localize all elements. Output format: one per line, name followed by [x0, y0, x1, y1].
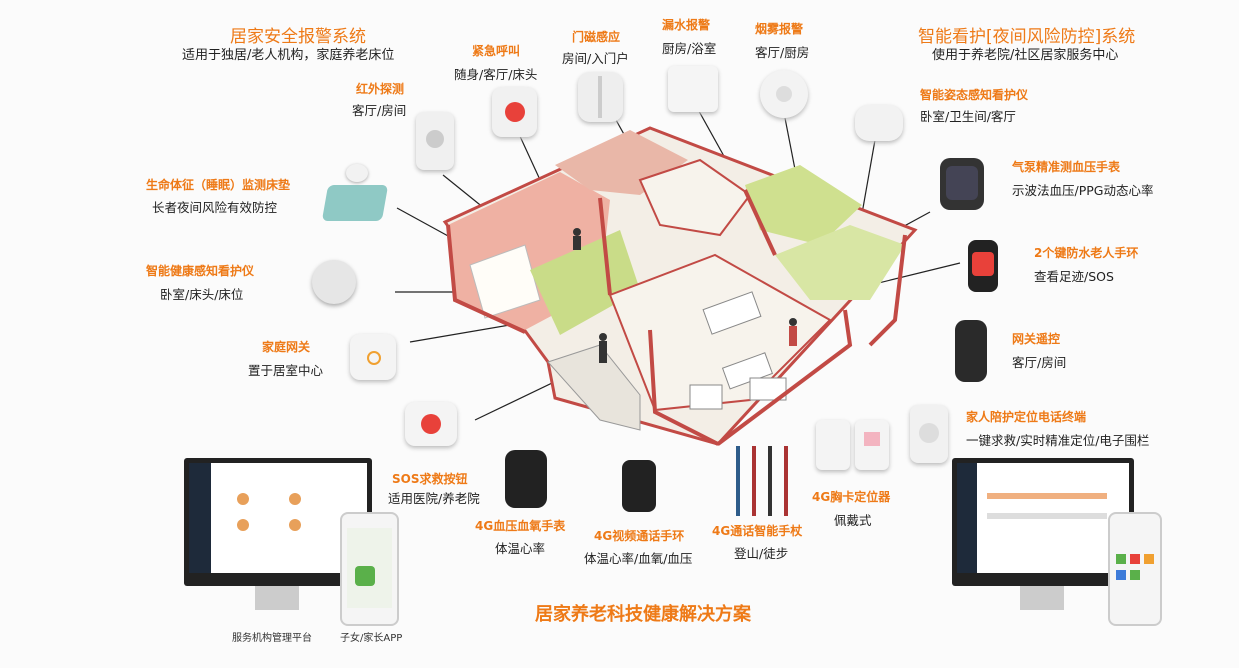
badge-locator-name: 4G胸卡定位器 [812, 490, 891, 504]
badge-locator-pink-icon [855, 420, 889, 470]
gateway-name: 家庭网关 [262, 340, 311, 354]
vital-mattress-name: 生命体征（睡眠）监测床垫 [146, 178, 291, 192]
sos-button-desc: 适用医院/养老院 [388, 491, 480, 506]
waterproof-band-device-icon [968, 240, 998, 292]
smoke-alarm-name: 烟雾报警 [755, 22, 804, 36]
solution-title: 居家养老科技健康解决方案 [535, 604, 751, 625]
remote-desc: 客厅/房间 [1012, 355, 1067, 370]
bp-watch-device-icon [940, 158, 984, 210]
smart-cane-desc: 登山/徒步 [734, 546, 789, 561]
platform-label: 服务机构管理平台 [232, 633, 312, 644]
bp-o2-watch-device-icon [505, 450, 547, 508]
left-system-subtitle: 适用于独居/老人机构，家庭养老床位 [182, 48, 395, 63]
badge-locator-desc: 佩戴式 [834, 513, 872, 528]
vital-mattress-desc: 长者夜间风险有效防控 [152, 200, 278, 215]
gateway-desc: 置于居室中心 [248, 363, 324, 378]
video-band-name: 4G视频通话手环 [594, 529, 685, 543]
health-monitor-name: 智能健康感知看护仪 [146, 264, 255, 278]
sos-button-device-icon [405, 402, 457, 446]
bp-watch-desc: 示波法血压/PPG动态心率 [1012, 183, 1154, 198]
infrared-desc: 客厅/房间 [352, 103, 407, 118]
family-app-phone [340, 512, 399, 626]
door-sensor-desc: 房间/入门户 [562, 51, 629, 66]
monitor-stand-right [1020, 586, 1064, 610]
water-leak-name: 漏水报警 [662, 18, 711, 32]
right-system-subtitle: 使用于养老院/社区居家服务中心 [932, 48, 1119, 63]
mattress-device-icon [321, 185, 389, 221]
posture-sensor-name: 智能姿态感知看护仪 [920, 88, 1029, 102]
posture-sensor-device-icon [855, 105, 903, 141]
posture-sensor-desc: 卧室/卫生间/客厅 [920, 109, 1016, 124]
video-band-device-icon [622, 460, 656, 512]
app-label: 子女/家长APP [340, 633, 403, 644]
left-system-title: 居家安全报警系统 [230, 27, 366, 47]
smoke-alarm-desc: 客厅/厨房 [755, 45, 810, 60]
emergency-call-desc: 随身/客厅/床头 [454, 67, 538, 82]
mattress-sensor-icon [346, 164, 368, 182]
right-system-title: 智能看护[夜间风险防控]系统 [918, 27, 1136, 47]
water-leak-device-icon [668, 66, 718, 112]
emergency-call-device-icon [492, 87, 537, 137]
smoke-alarm-device-icon [760, 70, 808, 118]
door-sensor-device-icon [578, 72, 623, 122]
health-monitor-desc: 卧室/床头/床位 [160, 287, 244, 302]
health-monitor-device-icon [312, 260, 356, 304]
monitor-stand-left [255, 586, 299, 610]
sos-button-name: SOS求救按钮 [392, 472, 468, 486]
water-leak-desc: 厨房/浴室 [662, 41, 717, 56]
bp-watch-name: 气泵精准测血压手表 [1012, 160, 1121, 174]
infrared-device-icon [416, 112, 454, 170]
badge-locator-device-icon [816, 420, 850, 470]
remote-name: 网关遥控 [1012, 332, 1061, 346]
waterproof-band-name: 2个键防水老人手环 [1034, 246, 1139, 260]
infrared-name: 红外探测 [356, 82, 405, 96]
door-sensor-name: 门磁感应 [572, 30, 621, 44]
bp-o2-watch-name: 4G血压血氧手表 [475, 519, 566, 533]
waterproof-band-desc: 查看足迹/SOS [1034, 269, 1114, 284]
family-terminal-device-icon [910, 405, 948, 463]
family-terminal-desc: 一键求救/实时精准定位/电子围栏 [966, 433, 1150, 448]
right-app-phone [1108, 512, 1162, 626]
right-platform-monitor [952, 458, 1134, 586]
gateway-device-icon [350, 334, 396, 380]
family-terminal-name: 家人陪护定位电话终端 [966, 410, 1087, 424]
smart-cane-name: 4G通话智能手杖 [712, 524, 803, 538]
video-band-desc: 体温心率/血氧/血压 [584, 551, 693, 566]
smart-cane-device-icon [730, 446, 800, 518]
emergency-call-name: 紧急呼叫 [472, 44, 521, 58]
bp-o2-watch-desc: 体温心率 [495, 541, 546, 556]
remote-device-icon [955, 320, 987, 382]
